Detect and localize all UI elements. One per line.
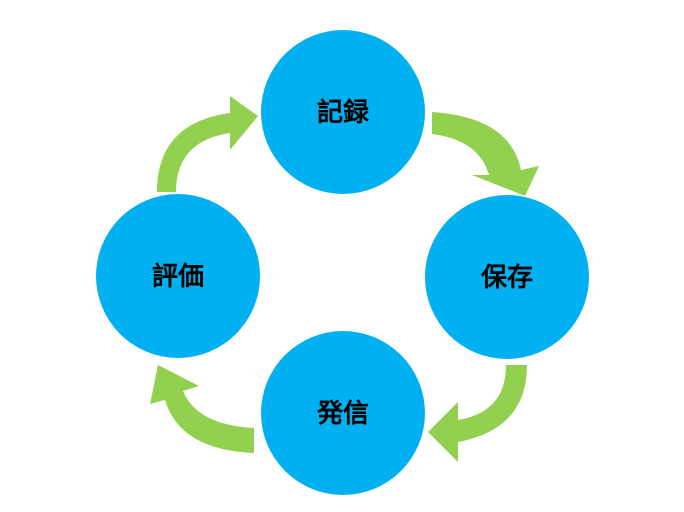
node-record: 記録 (261, 30, 425, 194)
node-publish-label: 発信 (316, 399, 369, 429)
arrow-record-to-save (432, 112, 539, 196)
node-evaluate-label: 評価 (152, 261, 204, 292)
node-record-label: 記録 (317, 97, 370, 128)
arrow-evaluate-to-record (157, 96, 258, 192)
arrow-publish-to-evaluate (150, 365, 254, 453)
node-save-label: 保存 (480, 263, 533, 293)
node-save-circle (425, 195, 589, 359)
cycle-arrows (150, 96, 539, 462)
node-record-circle (261, 30, 425, 194)
arrow-save-to-publish (428, 365, 527, 462)
node-evaluate-circle (96, 194, 260, 358)
node-publish: 発信 (261, 331, 425, 495)
node-save: 保存 (425, 195, 589, 359)
node-publish-circle (261, 331, 425, 495)
node-evaluate: 評価 (96, 194, 260, 358)
